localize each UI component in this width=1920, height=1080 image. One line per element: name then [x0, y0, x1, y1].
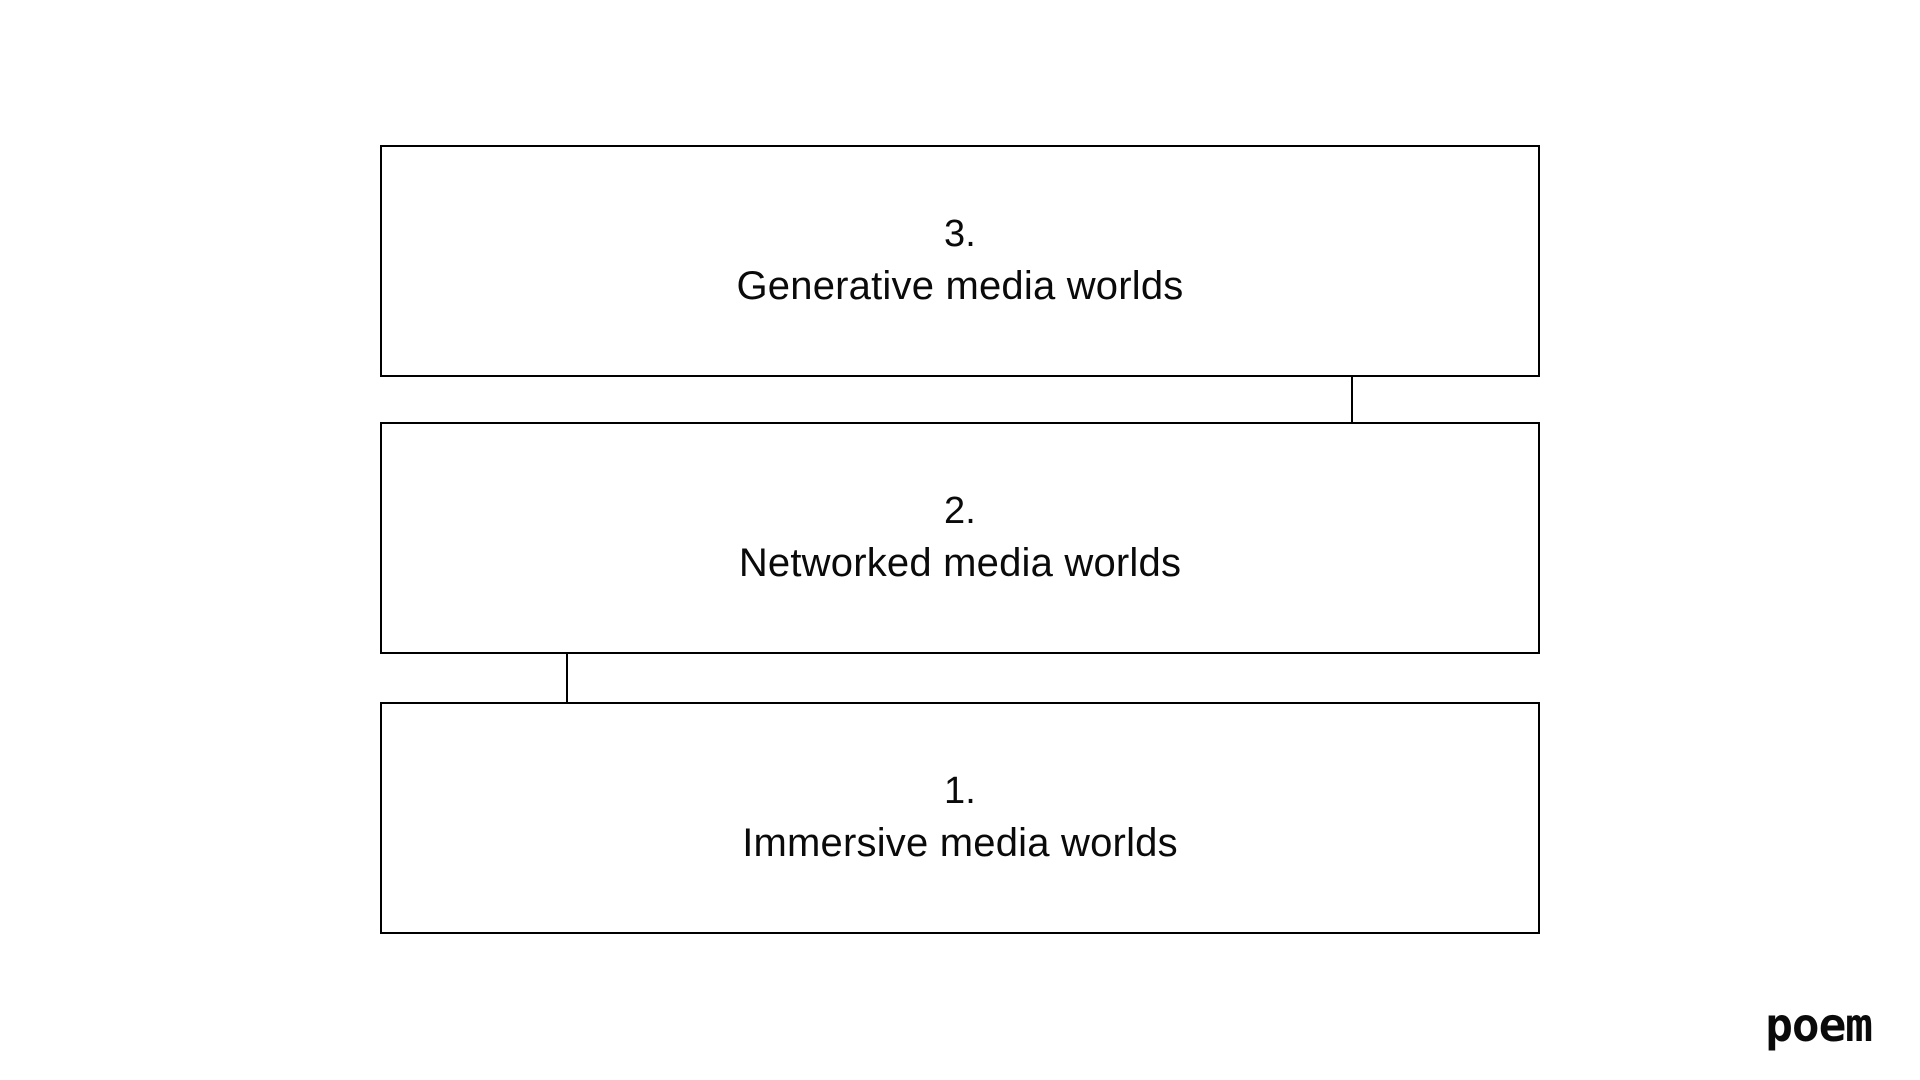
node-index: 1. [943, 769, 977, 812]
node-label: Immersive media worlds [742, 820, 1178, 865]
node-label: Generative media worlds [736, 263, 1184, 308]
brand-logo-poem: poem [1765, 998, 1873, 1052]
node-index: 2. [943, 489, 977, 532]
diagram-node-immersive-media-worlds[interactable]: 1. Immersive media worlds [380, 702, 1540, 934]
diagram-node-generative-media-worlds[interactable]: 3. Generative media worlds [380, 145, 1540, 377]
diagram-node-networked-media-worlds[interactable]: 2. Networked media worlds [380, 422, 1540, 654]
connector-line-node2-node1 [566, 654, 568, 704]
node-index: 3. [943, 212, 977, 255]
connector-line-node3-node2 [1351, 375, 1353, 424]
node-label: Networked media worlds [738, 540, 1182, 585]
